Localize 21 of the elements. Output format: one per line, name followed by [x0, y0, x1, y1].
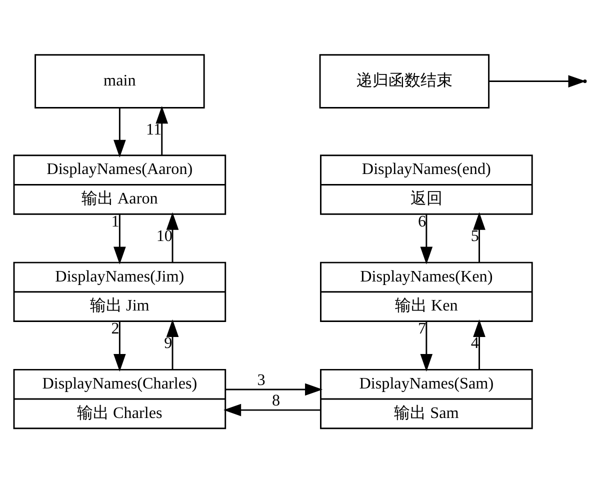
edge-label: 6: [418, 212, 426, 230]
arrow: [114, 214, 126, 264]
arrow: [114, 321, 126, 372]
edge-label: 5: [470, 227, 479, 244]
arrow: [473, 212, 486, 262]
edge-label: 2: [111, 320, 120, 338]
arrow: [226, 382, 323, 396]
node-box: main: [34, 54, 205, 108]
arrow: [114, 107, 126, 158]
edge-label: 1: [111, 212, 120, 230]
edge-label: 8: [272, 392, 280, 409]
arrow: [156, 106, 168, 155]
edge-label: 9: [164, 334, 172, 352]
edge-label: 11: [146, 120, 162, 138]
arrow: [166, 318, 179, 369]
edge-label: 3: [257, 371, 266, 388]
arrow: [166, 212, 179, 262]
arrow: [420, 214, 433, 264]
node-box: 递归函数结束: [319, 54, 490, 108]
edge-label: 10: [156, 227, 173, 244]
arrow: [223, 403, 320, 416]
